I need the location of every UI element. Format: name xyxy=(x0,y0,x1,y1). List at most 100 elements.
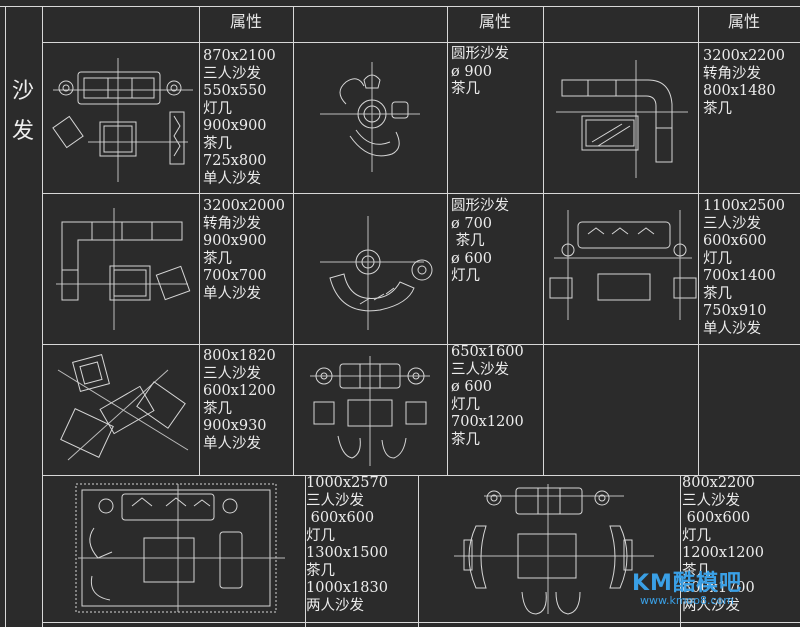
attr-line: 三人沙发 xyxy=(203,65,261,82)
grid-line xyxy=(42,193,800,194)
attr-line: 800x1480 xyxy=(703,83,776,99)
header-attr-2: 属性 xyxy=(479,12,512,31)
attr-line: 茶几 xyxy=(451,431,480,448)
attr-line: 转角沙发 xyxy=(203,215,261,232)
attr-line: 1200x1200 xyxy=(682,545,764,561)
grid-line xyxy=(418,475,419,627)
attr-line: 三人沙发 xyxy=(451,361,509,378)
attr-line: 圆形沙发 xyxy=(451,198,509,214)
attr-line: 茶几 xyxy=(203,250,232,267)
attr-line: 单人沙发 xyxy=(203,435,261,452)
attr-line: 900x900 xyxy=(203,118,267,134)
attr-line: 圆形沙发 xyxy=(451,46,509,62)
attr-line: ø 700 xyxy=(451,215,493,232)
sofa-drawing-r3c2 xyxy=(310,356,430,466)
attr-line: 725x800 xyxy=(203,153,267,169)
attr-line: 550x550 xyxy=(203,83,267,99)
attr-line: 700x1200 xyxy=(451,414,524,430)
attr-line: 转角沙发 xyxy=(703,65,761,82)
attr-line: 灯几 xyxy=(203,100,232,117)
attr-line: 3200x2000 xyxy=(203,198,285,214)
attr-line: 1000x2570 xyxy=(306,475,388,491)
attr-line: 800x2200 xyxy=(682,475,755,491)
attr-line: 茶几 xyxy=(703,100,732,117)
attr-line: ø 600 xyxy=(451,250,493,267)
sofa-drawing-r4c2 xyxy=(454,484,654,615)
grid-line xyxy=(42,42,800,43)
attr-line: 三人沙发 xyxy=(682,492,740,509)
attr-line: 800x1820 xyxy=(203,348,276,364)
grid-line xyxy=(42,475,800,476)
attr-line: 600x1200 xyxy=(203,383,276,399)
sofa-drawing-r4c1 xyxy=(75,483,285,613)
grid-line xyxy=(447,6,448,475)
attr-line: 两人沙发 xyxy=(682,597,740,614)
attr-line: 茶几 xyxy=(451,81,480,97)
sofa-drawing-r1c1 xyxy=(52,58,193,182)
attr-line: 茶几 xyxy=(203,400,232,417)
attr-line: 1300x1500 xyxy=(306,545,388,561)
attr-line: 茶几 xyxy=(703,285,732,302)
attr-line: 三人沙发 xyxy=(703,215,761,232)
grid-line xyxy=(42,622,800,623)
attr-line: 650x1600 xyxy=(451,344,524,360)
attr-line: 1000x1830 xyxy=(306,580,388,596)
attr-line: 600x600 xyxy=(682,510,751,526)
grid-line xyxy=(698,6,699,475)
grid-line xyxy=(0,6,800,7)
sofa-drawing-r1c2 xyxy=(320,62,420,172)
attr-line: 两人沙发 xyxy=(306,597,364,614)
attr-line: 600x600 xyxy=(306,510,375,526)
attr-line: 茶几 xyxy=(682,562,711,579)
attr-line: 750x910 xyxy=(703,303,767,319)
header-attr-3: 属性 xyxy=(728,12,761,31)
attr-line: 700x1400 xyxy=(703,268,776,284)
attr-line: 茶几 xyxy=(451,233,485,249)
watermark-logo: KM酷模吧 xyxy=(632,571,742,596)
sofa-drawing-r3c1 xyxy=(57,354,189,461)
attr-line: 三人沙发 xyxy=(306,492,364,509)
category-label: 沙 发 xyxy=(10,72,36,152)
attr-line: 灯几 xyxy=(451,268,480,284)
sofa-drawing-r2c1 xyxy=(56,208,191,330)
sofa-drawing-r1c3 xyxy=(556,60,688,178)
grid-line xyxy=(293,6,294,475)
attr-line: 600x600 xyxy=(703,233,767,249)
attr-line: 900x900 xyxy=(203,233,267,249)
attr-line: 3200x2200 xyxy=(703,48,785,64)
grid-line xyxy=(42,6,43,627)
grid-line xyxy=(305,475,306,627)
grid-line xyxy=(680,475,681,627)
category-char-2: 发 xyxy=(11,119,34,144)
grid-line xyxy=(42,344,800,345)
grid-line xyxy=(5,6,6,627)
category-char-1: 沙 xyxy=(11,79,34,104)
header-attr-1: 属性 xyxy=(230,12,263,31)
sofa-drawing-r2c2 xyxy=(320,216,433,330)
attr-line: 茶几 xyxy=(306,562,335,579)
attr-line: 1100x2500 xyxy=(703,198,785,214)
attr-line: 单人沙发 xyxy=(203,285,261,302)
grid-line xyxy=(199,6,200,475)
attr-line: 三人沙发 xyxy=(203,365,261,382)
watermark-url: www.kmoo8.com xyxy=(640,594,735,607)
attr-line: 700x700 xyxy=(203,268,267,284)
attr-line: 800x1700 xyxy=(682,580,755,596)
attr-line: 单人沙发 xyxy=(703,320,761,337)
attr-line: ø 900 xyxy=(451,63,493,80)
attr-line: 灯几 xyxy=(451,396,480,413)
sofa-drawing-r2c3 xyxy=(549,210,697,320)
grid-line xyxy=(543,6,544,475)
attr-line: 单人沙发 xyxy=(203,170,261,187)
attr-line: 900x930 xyxy=(203,418,267,434)
attr-line: 灯几 xyxy=(306,527,335,544)
